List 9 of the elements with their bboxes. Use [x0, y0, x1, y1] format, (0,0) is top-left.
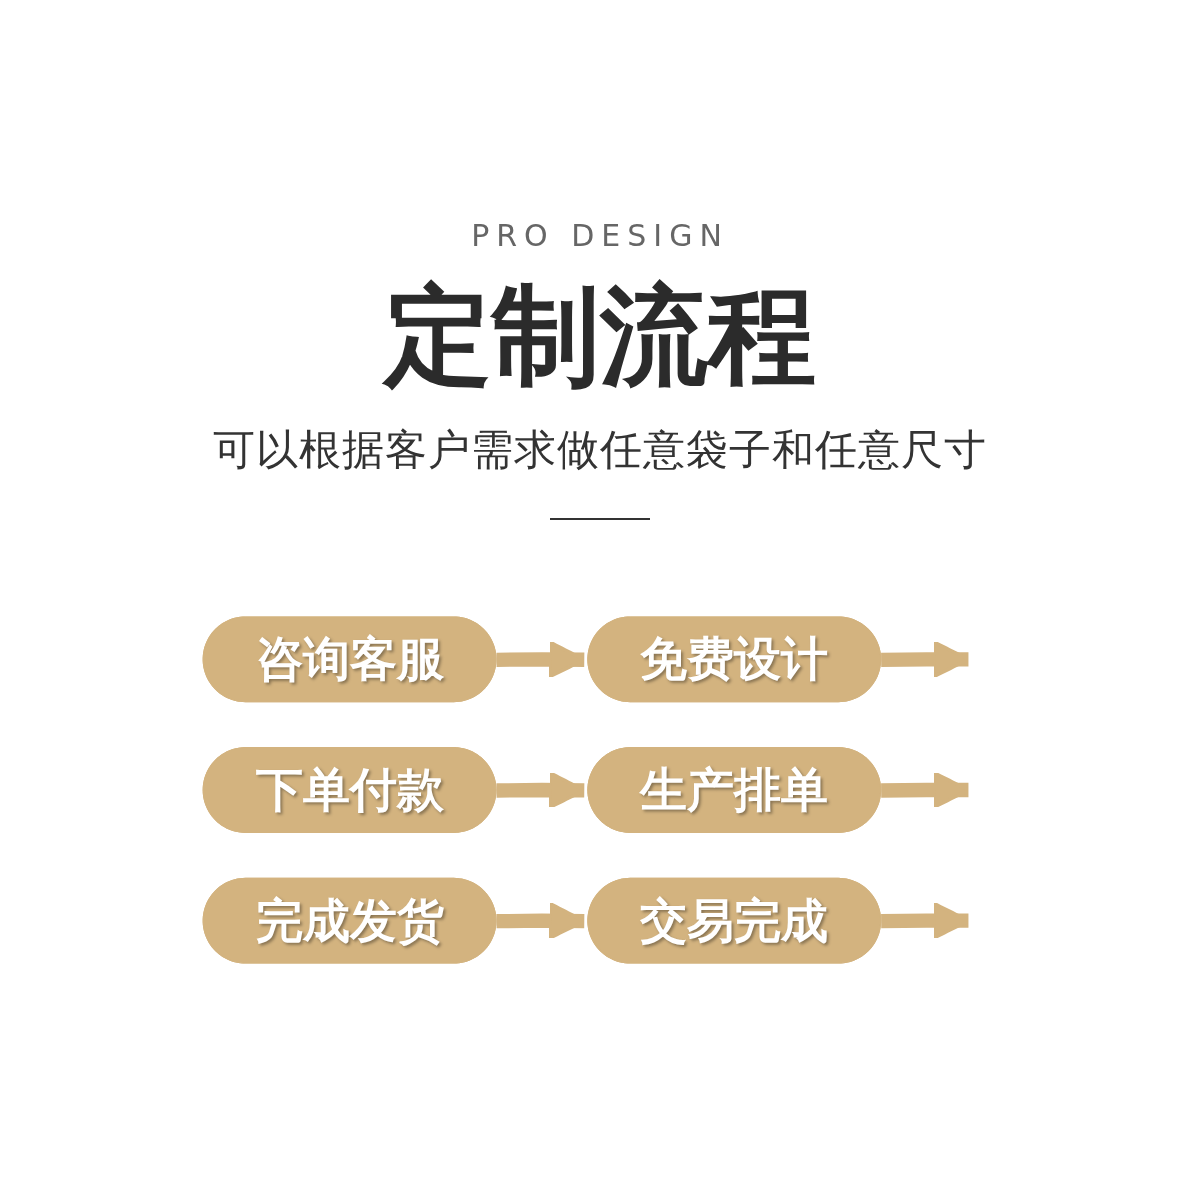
arrow: [496, 640, 586, 679]
arrow: [881, 770, 971, 810]
subtitle-text: 可以根据客户需求做任意袋子和任意尺寸: [213, 424, 987, 477]
title: 定制流程: [384, 279, 816, 393]
kicker-text: PRO DESIGN: [471, 218, 729, 253]
arrow: [881, 640, 971, 679]
arrow: [496, 901, 586, 940]
arrow: [496, 771, 586, 810]
arrow: [881, 901, 971, 940]
